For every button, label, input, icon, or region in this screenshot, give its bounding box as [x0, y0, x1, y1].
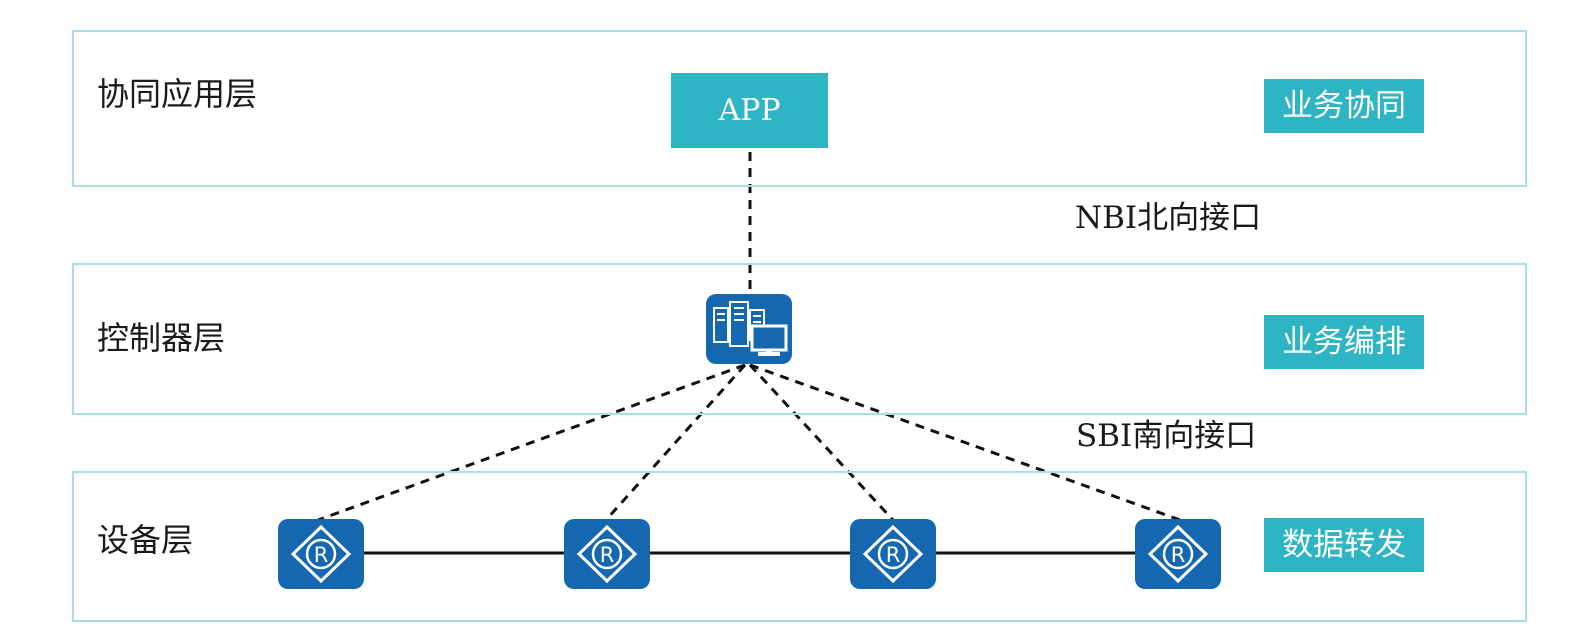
router-label: R	[886, 543, 901, 567]
router-label: R	[1171, 543, 1186, 567]
controller-server-icon	[706, 294, 792, 364]
app-box: APP	[671, 73, 828, 148]
controller-layer-name: 控制器层	[97, 319, 226, 357]
router-icon: R	[850, 519, 936, 589]
sbi-link-4	[749, 363, 1181, 522]
device-layer-name: 设备层	[97, 521, 194, 559]
app-layer-frame	[72, 30, 1527, 187]
router-label: R	[314, 543, 329, 567]
router-icon: R	[564, 519, 650, 589]
app-layer-tag: 业务协同	[1264, 79, 1424, 133]
device-layer-tag: 数据转发	[1264, 518, 1424, 572]
controller-layer-tag: 业务编排	[1264, 315, 1424, 369]
router-icon: R	[278, 519, 364, 589]
sbi-link-2	[604, 363, 747, 522]
sbi-label: SBI南向接口	[1076, 418, 1257, 454]
nbi-label: NBI北向接口	[1075, 200, 1262, 236]
sbi-link-1	[317, 363, 746, 522]
device-layer-frame	[72, 471, 1527, 622]
controller-layer-frame	[72, 263, 1527, 415]
app-layer-name: 协同应用层	[97, 75, 258, 113]
router-icon: R	[1135, 519, 1221, 589]
router-label: R	[600, 543, 615, 567]
sbi-link-3	[748, 363, 895, 522]
